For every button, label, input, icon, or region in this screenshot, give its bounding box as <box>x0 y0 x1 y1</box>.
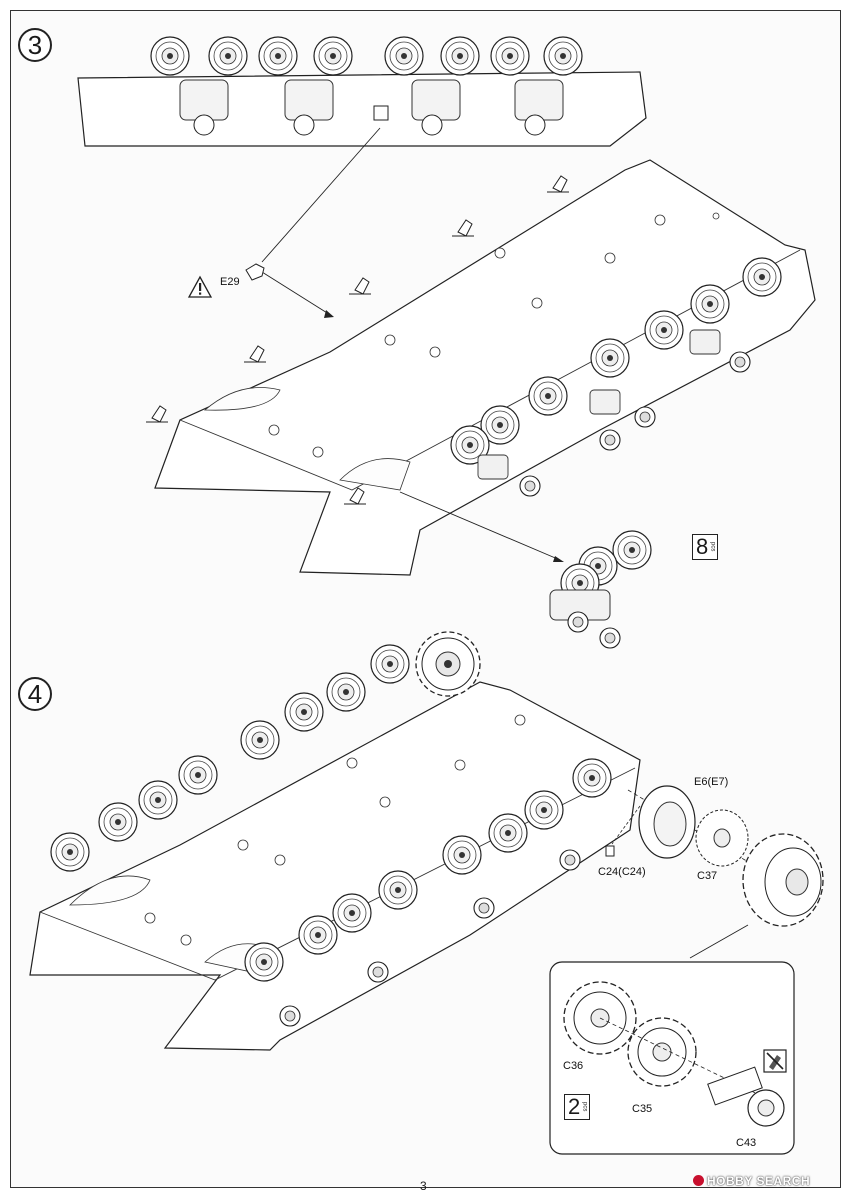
quantity-badge-2: 2 pcs <box>564 1094 590 1120</box>
label-c37: C37 <box>697 870 718 882</box>
quantity-unit-8: pcs <box>709 542 716 552</box>
step3-detail-panel <box>77 36 647 147</box>
label-c43: C43 <box>736 1137 757 1149</box>
label-c35: C35 <box>632 1103 653 1115</box>
watermark-logo-icon <box>693 1175 704 1186</box>
step-number-4-text: 4 <box>27 678 43 709</box>
watermark: HOBBY SEARCH <box>693 1174 810 1188</box>
label-c36: C36 <box>563 1060 584 1072</box>
warning-triangle-icon <box>187 275 213 298</box>
step3-hull <box>145 159 816 576</box>
label-c24: C24(C24) <box>598 866 646 878</box>
quantity-unit-2: pcs <box>581 1102 588 1112</box>
label-e6: E6(E7) <box>694 776 729 788</box>
label-e29: E29 <box>220 276 240 288</box>
step-number-4: 4 <box>18 677 52 711</box>
page-number: 3 <box>420 1179 427 1193</box>
quantity-badge-8: 8 pcs <box>692 534 718 560</box>
sprocket-detail-box <box>549 924 795 1155</box>
no-glue-icon <box>763 1049 787 1073</box>
detail-wheels <box>150 36 583 76</box>
bogie-assembly <box>549 530 652 649</box>
step-number-3: 3 <box>18 28 52 62</box>
exploded-drive-parts <box>605 785 824 927</box>
step4-hull <box>29 631 641 1051</box>
e29-part <box>245 263 265 281</box>
step-number-3-text: 3 <box>27 29 43 60</box>
watermark-text: HOBBY SEARCH <box>707 1174 811 1188</box>
quantity-count-2: 2 <box>568 1094 581 1119</box>
quantity-count-8: 8 <box>696 534 709 559</box>
